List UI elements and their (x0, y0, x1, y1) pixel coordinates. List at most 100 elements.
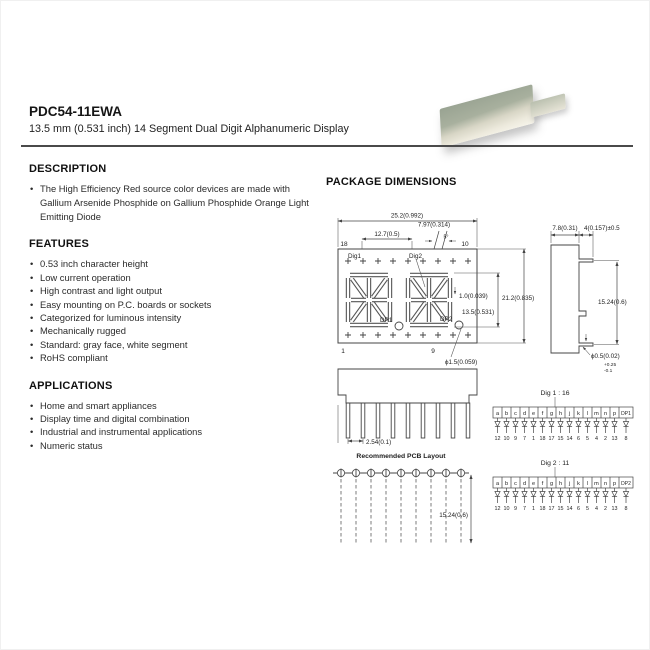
part-description-subtitle: 13.5 mm (0.531 inch) 14 Segment Dual Dig… (29, 123, 349, 135)
front-bottom-pin-marks (345, 332, 471, 338)
svg-text:f: f (542, 481, 544, 487)
pin18-label: 18 (340, 241, 348, 248)
svg-text:5: 5 (586, 436, 589, 442)
svg-text:17: 17 (549, 436, 555, 442)
svg-text:2: 2 (604, 506, 607, 512)
svg-text:b: b (505, 411, 508, 417)
svg-text:e: e (532, 481, 535, 487)
list-item: RoHS compliant (29, 351, 321, 365)
dig1-label: Dig1 (348, 253, 361, 260)
svg-text:h: h (559, 481, 562, 487)
svg-text:j: j (568, 411, 570, 417)
features-section: FEATURES 0.53 inch character height Low … (29, 238, 321, 365)
dim-body-height: 21.2(0.835) (502, 295, 534, 302)
svg-text:13: 13 (612, 436, 618, 442)
svg-text:g: g (550, 411, 553, 417)
list-item: Easy mounting on P.C. boards or sockets (29, 298, 321, 312)
svg-text:14: 14 (567, 506, 573, 512)
svg-text:p: p (613, 411, 616, 417)
dim-pin-diameter: ϕ0.5(0.02) (591, 353, 620, 360)
svg-text:2: 2 (604, 436, 607, 442)
svg-text:n: n (604, 411, 607, 417)
dp2-label: DP2 (440, 316, 453, 323)
svg-text:a: a (496, 481, 500, 487)
svg-text:l: l (587, 481, 588, 487)
pcb-layout: Recommended PCB Layout 15.24(0.6) (333, 453, 473, 544)
list-item: Home and smart appliances (29, 399, 321, 413)
pin9-label: 9 (431, 348, 435, 355)
svg-text:p: p (613, 481, 616, 487)
svg-text:DP1: DP1 (621, 411, 631, 417)
svg-text:l: l (587, 411, 588, 417)
svg-text:14: 14 (567, 436, 573, 442)
pinout-dig2: Dig 2 : 11 a12b10c9d7e1f18g17h15j14k6l5m… (492, 460, 634, 512)
svg-text:n: n (604, 481, 607, 487)
svg-text:18: 18 (540, 436, 546, 442)
svg-text:18: 18 (540, 506, 546, 512)
pcb-layout-title: Recommended PCB Layout (356, 453, 446, 460)
svg-text:9: 9 (514, 506, 517, 512)
svg-text:17: 17 (549, 506, 555, 512)
features-heading: FEATURES (29, 238, 90, 251)
title-divider (21, 145, 633, 147)
side-view: 7.8(0.31) 4(0.157)±0.5 15.24(0.6) ϕ0.5(0… (550, 225, 627, 374)
svg-text:b: b (505, 481, 508, 487)
list-item: Standard: gray face, white segment (29, 338, 321, 352)
applications-section: APPLICATIONS Home and smart appliances D… (29, 380, 321, 453)
description-section: DESCRIPTION The High Efficiency Red sour… (29, 163, 321, 223)
pin1-label: 1 (341, 348, 345, 355)
dim-top-offset: 7.97(0.314) (418, 222, 450, 229)
svg-text:4: 4 (595, 436, 598, 442)
svg-text:8: 8 (625, 506, 628, 512)
dp1-dot (394, 321, 404, 331)
front-view: DP1 DP2 25.2(0.992) 12.7(0.5) 7.97(0.314… (337, 213, 534, 366)
list-item: Low current operation (29, 271, 321, 285)
list-item: Categorized for luminous intensity (29, 311, 321, 325)
svg-text:DP2: DP2 (621, 481, 631, 487)
description-list: The High Efficiency Red source color dev… (29, 182, 321, 223)
svg-text:9: 9 (514, 436, 517, 442)
description-heading: DESCRIPTION (29, 163, 107, 175)
front-top-pin-marks (345, 258, 471, 264)
dim-angle: 5° (443, 235, 448, 241)
svg-text:8: 8 (625, 436, 628, 442)
svg-text:a: a (496, 411, 500, 417)
pinout-dig1: Dig 1 : 16 a12b10c9d7e1f18g17h15j14k6l5m… (492, 390, 634, 442)
pin-dia-tolerance-minus: -0.1 (604, 368, 613, 374)
svg-text:f: f (542, 411, 544, 417)
svg-text:6: 6 (577, 436, 580, 442)
part-number-title: PDC54-11EWA (29, 104, 123, 119)
dim-body-width: 25.2(0.992) (391, 213, 423, 220)
dim-pin-pitch: 2.54(0.1) (366, 439, 391, 446)
dim-dp-diameter: ϕ1.5(0.059) (445, 359, 477, 366)
dig1-pinout-title: Dig 1 : 16 (540, 390, 569, 397)
svg-text:c: c (514, 481, 517, 487)
list-item: The High Efficiency Red source color dev… (29, 182, 321, 223)
dim-dp-offset: 12.7(0.5) (374, 231, 399, 238)
svg-text:13: 13 (612, 506, 618, 512)
pin-dia-tolerance-plus: +0.25 (604, 362, 616, 368)
svg-text:5: 5 (586, 506, 589, 512)
pcb-pads (336, 468, 465, 543)
dim-segment-width: 1.0(0.039) (459, 293, 488, 300)
svg-text:h: h (559, 411, 562, 417)
svg-text:15: 15 (558, 506, 564, 512)
svg-text:j: j (568, 481, 570, 487)
applications-heading: APPLICATIONS (29, 379, 113, 392)
svg-text:1: 1 (532, 506, 535, 512)
svg-text:d: d (523, 481, 526, 487)
left-column: DESCRIPTION The High Efficiency Red sour… (29, 163, 321, 467)
bottom-view: 2.54(0.1) (337, 368, 478, 446)
applications-list: Home and smart appliances Display time a… (29, 399, 321, 453)
dim-char-height: 13.5(0.531) (462, 309, 494, 316)
svg-text:m: m (594, 481, 599, 487)
dim-pin-span: 15.24(0.6) (598, 299, 627, 306)
svg-text:7: 7 (523, 436, 526, 442)
list-item: 0.53 inch character height (29, 257, 321, 271)
dp2-dot (454, 320, 464, 330)
dig2-label: Dig2 (409, 253, 422, 260)
svg-text:k: k (577, 481, 580, 487)
svg-text:m: m (594, 411, 599, 417)
